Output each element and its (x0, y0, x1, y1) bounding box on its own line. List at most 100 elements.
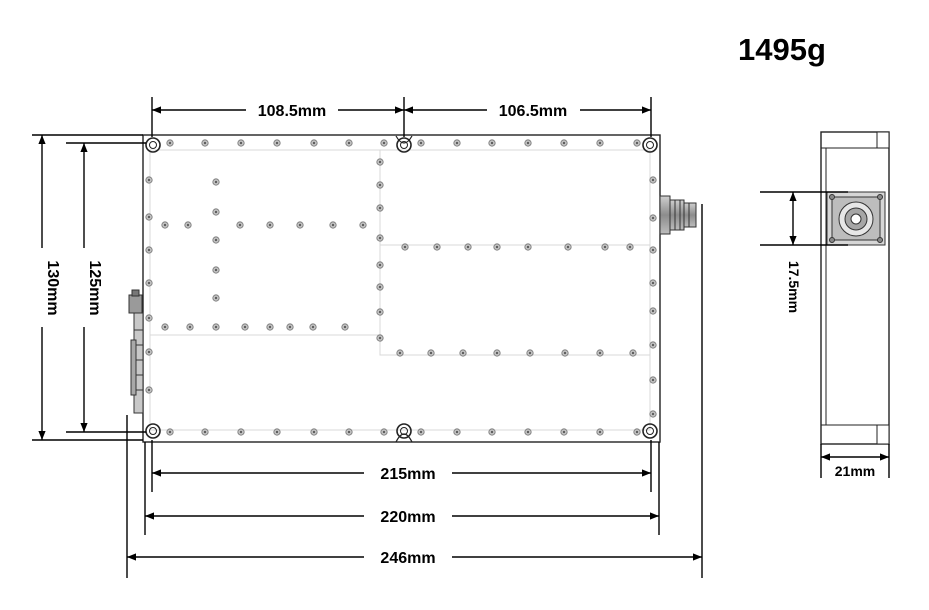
screw-center (378, 310, 382, 314)
screw-center (203, 430, 207, 434)
screw-center (238, 223, 242, 227)
screw-center (147, 350, 151, 354)
screw-center (147, 248, 151, 252)
screw-center (495, 351, 499, 355)
screw-center (598, 351, 602, 355)
dim-width-holes-label: 215mm (380, 466, 435, 483)
screw-center (455, 430, 459, 434)
screw-center (495, 245, 499, 249)
screw-center (188, 325, 192, 329)
dim-height-holes-label: 125mm (86, 260, 103, 315)
screw-pattern (145, 139, 657, 436)
weight-label: 1495g (738, 32, 826, 67)
right-rf-connector (659, 195, 697, 235)
housing-body (142, 134, 661, 443)
screw-center (526, 430, 530, 434)
screw-center (378, 236, 382, 240)
mount-hole (642, 137, 658, 153)
screw-center (466, 245, 470, 249)
screw-center (214, 210, 218, 214)
screw-center (243, 325, 247, 329)
screw-center (651, 343, 655, 347)
side-housing (820, 131, 890, 445)
dim-connector-label: 17.5mm (786, 261, 802, 313)
screw-center (288, 325, 292, 329)
screw-center (528, 351, 532, 355)
screw-center (651, 248, 655, 252)
screw-center (419, 430, 423, 434)
screw-center (403, 245, 407, 249)
screw-center (186, 223, 190, 227)
screw-center (651, 309, 655, 313)
screw-center (635, 141, 639, 145)
screw-center (298, 223, 302, 227)
mount-hole (642, 423, 658, 439)
depth-dimension (820, 444, 890, 478)
screw-center (598, 141, 602, 145)
screw-center (628, 245, 632, 249)
screw-center (526, 245, 530, 249)
screw-center (347, 430, 351, 434)
screw-center (562, 141, 566, 145)
screw-center (214, 238, 218, 242)
screw-center (419, 141, 423, 145)
screw-center (562, 430, 566, 434)
screw-center (378, 183, 382, 187)
screw-center (378, 263, 382, 267)
screw-center (490, 430, 494, 434)
screw-center (147, 215, 151, 219)
screw-center (378, 285, 382, 289)
side-connector (826, 191, 886, 246)
screw-center (147, 178, 151, 182)
screw-center (214, 268, 218, 272)
dim-width-body-label: 220mm (380, 509, 435, 526)
front-view (128, 134, 697, 443)
screw-center (526, 141, 530, 145)
screw-center (378, 336, 382, 340)
dim-top-right-label: 106.5mm (499, 103, 568, 120)
screw-center (651, 378, 655, 382)
screw-center (312, 141, 316, 145)
screw-center (312, 430, 316, 434)
screw-center (490, 141, 494, 145)
screw-center (147, 316, 151, 320)
screw-center (651, 178, 655, 182)
screw-center (214, 296, 218, 300)
mount-holes (145, 135, 658, 443)
dim-top-left-label: 108.5mm (258, 103, 327, 120)
screw-center (651, 412, 655, 416)
connector-dimension (760, 191, 848, 246)
screw-center (382, 430, 386, 434)
screw-center (214, 180, 218, 184)
screw-center (566, 245, 570, 249)
mount-hole (145, 137, 161, 153)
screw-center (455, 141, 459, 145)
screw-center (347, 141, 351, 145)
screw-center (378, 206, 382, 210)
screw-center (361, 223, 365, 227)
screw-center (651, 281, 655, 285)
dim-height-body-label: 130mm (44, 260, 61, 315)
side-view: 17.5mm 21mm (760, 131, 890, 479)
left-connector (128, 289, 144, 414)
screw-center (268, 325, 272, 329)
screw-center (651, 216, 655, 220)
dim-width-overall-label: 246mm (380, 550, 435, 567)
screw-center (214, 325, 218, 329)
screw-center (635, 430, 639, 434)
screw-center (631, 351, 635, 355)
dim-depth-label: 21mm (835, 463, 875, 479)
screw-center (147, 388, 151, 392)
screw-center (343, 325, 347, 329)
screw-center (168, 141, 172, 145)
screw-center (163, 325, 167, 329)
screw-center (331, 223, 335, 227)
screw-center (275, 430, 279, 434)
screw-center (461, 351, 465, 355)
screw-center (563, 351, 567, 355)
mount-hole (396, 137, 412, 153)
screw-center (168, 430, 172, 434)
screw-center (275, 141, 279, 145)
